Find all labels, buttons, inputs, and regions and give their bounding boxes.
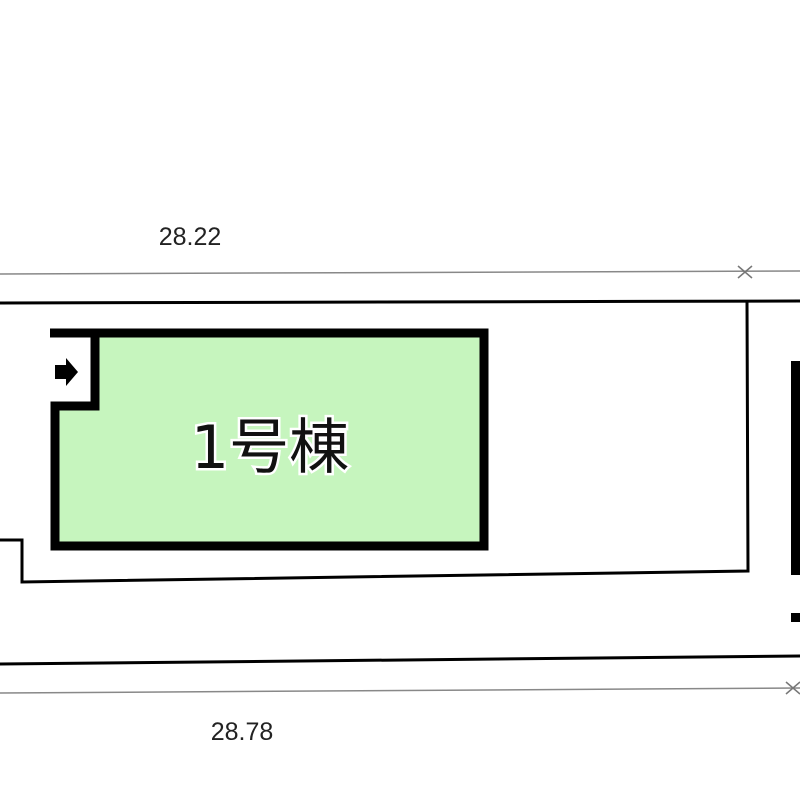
building-label: 1号棟 [191, 413, 349, 483]
bottom-dimension-label: 28.78 [211, 718, 274, 746]
top-dimension-line [0, 270, 800, 275]
building-1 [50, 328, 489, 551]
top-dimension-tick-icon [737, 265, 753, 279]
adjacent-building-wall [791, 361, 800, 575]
lot-boundary [0, 300, 750, 584]
adjacent-structure-mark [791, 613, 800, 622]
lot-bottom-boundary [0, 654, 800, 666]
top-dimension-label: 28.22 [159, 223, 222, 251]
entrance-arrow-icon [55, 358, 78, 386]
lot-top-boundary [0, 299, 800, 305]
bottom-dimension-tick-icon [785, 681, 800, 695]
bottom-dimension-line [0, 687, 800, 694]
